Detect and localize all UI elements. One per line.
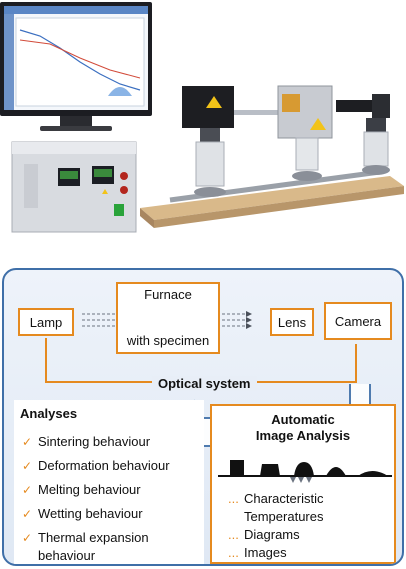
list-item: ...Images	[228, 545, 287, 560]
arrows-down-icon	[290, 477, 312, 483]
list-item: ✓Sintering behaviour	[22, 430, 170, 454]
analyses-box: Analyses ✓Sintering behaviour ✓Deformati…	[14, 400, 204, 564]
list-item: ✓Deformation behaviour	[22, 454, 170, 478]
specimen-shapes	[218, 460, 392, 483]
camera-unit	[336, 94, 390, 175]
equipment-photo	[0, 0, 406, 240]
list-item: ✓Melting behaviour	[22, 478, 170, 502]
analyses-title: Analyses	[20, 406, 78, 421]
control-unit	[11, 141, 137, 233]
furnace-label: Furnace	[144, 287, 192, 302]
furnace-box: Furnace with specimen	[116, 282, 220, 354]
monitor	[0, 2, 152, 131]
list-item: ...Diagrams	[228, 527, 300, 542]
check-icon: ✓	[22, 459, 33, 473]
lamp-unit	[182, 86, 234, 197]
lamp-box: Lamp	[18, 308, 74, 336]
furnace-unit	[234, 85, 333, 181]
shape-flow	[358, 471, 388, 476]
lens-label: Lens	[277, 314, 307, 330]
image-analysis-title: Automatic Image Analysis	[255, 412, 351, 443]
lamp-label: Lamp	[29, 314, 63, 330]
check-icon: ✓	[22, 483, 33, 497]
camera-box: Camera	[324, 302, 392, 340]
optical-system-label: Optical system	[152, 376, 257, 391]
analyses-list: ✓Sintering behaviour ✓Deformation behavi…	[22, 430, 170, 564]
lens-box: Lens	[270, 308, 314, 336]
specimen-label: with specimen	[126, 333, 210, 348]
shape-deformation	[294, 462, 314, 476]
camera-label: Camera	[334, 313, 382, 329]
check-icon: ✓	[22, 531, 33, 545]
list-item: ✓Wetting behaviour	[22, 502, 170, 526]
optical-bench	[140, 169, 404, 228]
check-icon: ✓	[22, 435, 33, 449]
check-icon: ✓	[22, 507, 33, 521]
results-list: ...Characteristic Temperatures ...Diagra…	[228, 490, 384, 562]
list-item: ...Characteristic Temperatures	[228, 491, 324, 524]
diagram-panel: Lamp Furnace with specimen Lens Camera O…	[2, 268, 404, 566]
shape-sintering	[260, 464, 280, 476]
list-item: ✓Thermal expansion behaviour	[22, 530, 149, 563]
shape-initial	[230, 460, 244, 476]
shape-hemisphere	[326, 467, 346, 476]
image-analysis-box: Automatic Image Analysis ...Characterist…	[210, 404, 396, 564]
